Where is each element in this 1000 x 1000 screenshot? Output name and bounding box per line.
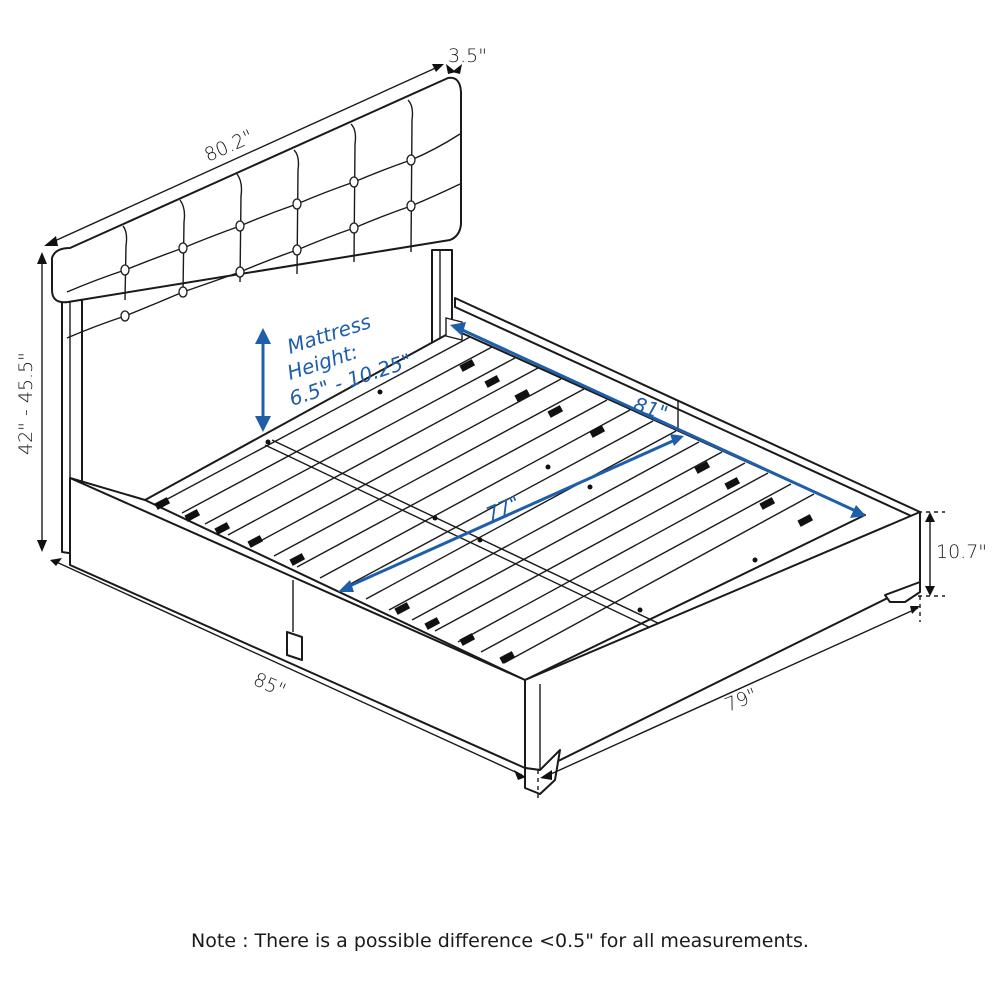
slat-deck (144, 317, 866, 681)
tuft-buttons (120, 154, 416, 322)
label-frame-height: 10.7" (936, 541, 987, 563)
label-headboard-width: 80.2" (201, 126, 257, 167)
blue-dimension-arrows (255, 322, 866, 592)
tufted-headboard (51, 76, 462, 339)
dimension-lines (37, 64, 945, 800)
label-headboard-thickness: 3.5" (448, 45, 487, 67)
label-overall-length: 85" (250, 668, 289, 701)
label-headboard-height: 42" - 45.5" (15, 352, 37, 455)
measurement-note: Note : There is a possible difference <0… (191, 930, 809, 952)
slat-straps (154, 359, 814, 664)
label-overall-width: 79" (722, 684, 761, 717)
footboard-rail (524, 511, 921, 795)
